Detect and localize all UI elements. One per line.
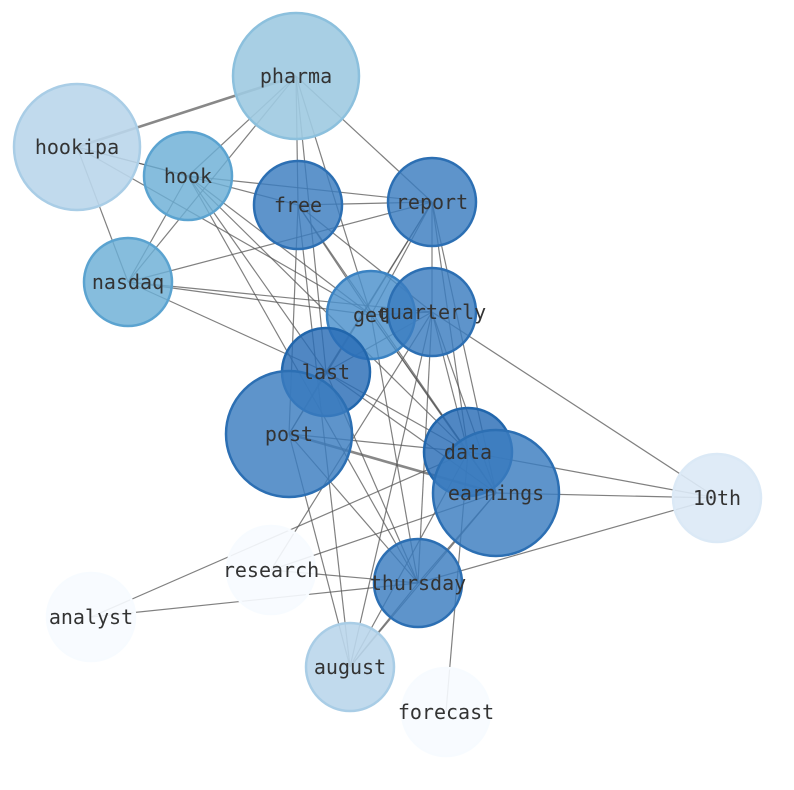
node-label-pharma: pharma xyxy=(260,64,332,88)
node-label-nasdaq: nasdaq xyxy=(92,270,164,294)
node-report xyxy=(386,156,478,248)
node-label-get: get xyxy=(353,303,389,327)
node-label-thursday: thursday xyxy=(370,571,466,595)
node-label-analyst: analyst xyxy=(49,605,133,629)
node-label-last: last xyxy=(302,360,350,384)
node-pharma xyxy=(231,11,361,141)
node-10th xyxy=(671,452,763,544)
node-earnings xyxy=(431,428,561,558)
label-layer: pharma hookipa hook free report nasdaq getquar… xyxy=(35,64,741,724)
node-label-hook: hook xyxy=(164,164,212,188)
node-label-quarterly: quarterly xyxy=(378,300,486,324)
edge-quarterly-august xyxy=(349,311,433,668)
node-thursday xyxy=(372,537,464,629)
node-label-forecast: forecast xyxy=(398,700,494,724)
node-post xyxy=(224,369,354,499)
node-label-report: report xyxy=(396,190,468,214)
node-label-research: research xyxy=(223,558,319,582)
node-nasdaq xyxy=(82,236,174,328)
node-august xyxy=(304,621,396,713)
node-hookipa xyxy=(12,82,142,212)
node-forecast xyxy=(400,666,492,758)
node-hook xyxy=(142,130,234,222)
edge-quarterly-10th xyxy=(431,311,718,499)
node-label-earnings: earnings xyxy=(448,481,544,505)
node-layer xyxy=(12,11,763,758)
node-label-data: data xyxy=(444,440,492,464)
node-quarterly xyxy=(386,266,478,358)
node-free xyxy=(252,159,344,251)
node-research xyxy=(225,524,317,616)
edge-get-thursday xyxy=(370,314,419,584)
node-label-10th: 10th xyxy=(693,486,741,510)
node-label-august: august xyxy=(314,655,386,679)
edge-10th-thursday xyxy=(417,497,718,584)
node-analyst xyxy=(45,571,137,663)
node-label-hookipa: hookipa xyxy=(35,135,119,159)
node-label-post: post xyxy=(265,422,313,446)
node-label-free: free xyxy=(274,193,322,217)
